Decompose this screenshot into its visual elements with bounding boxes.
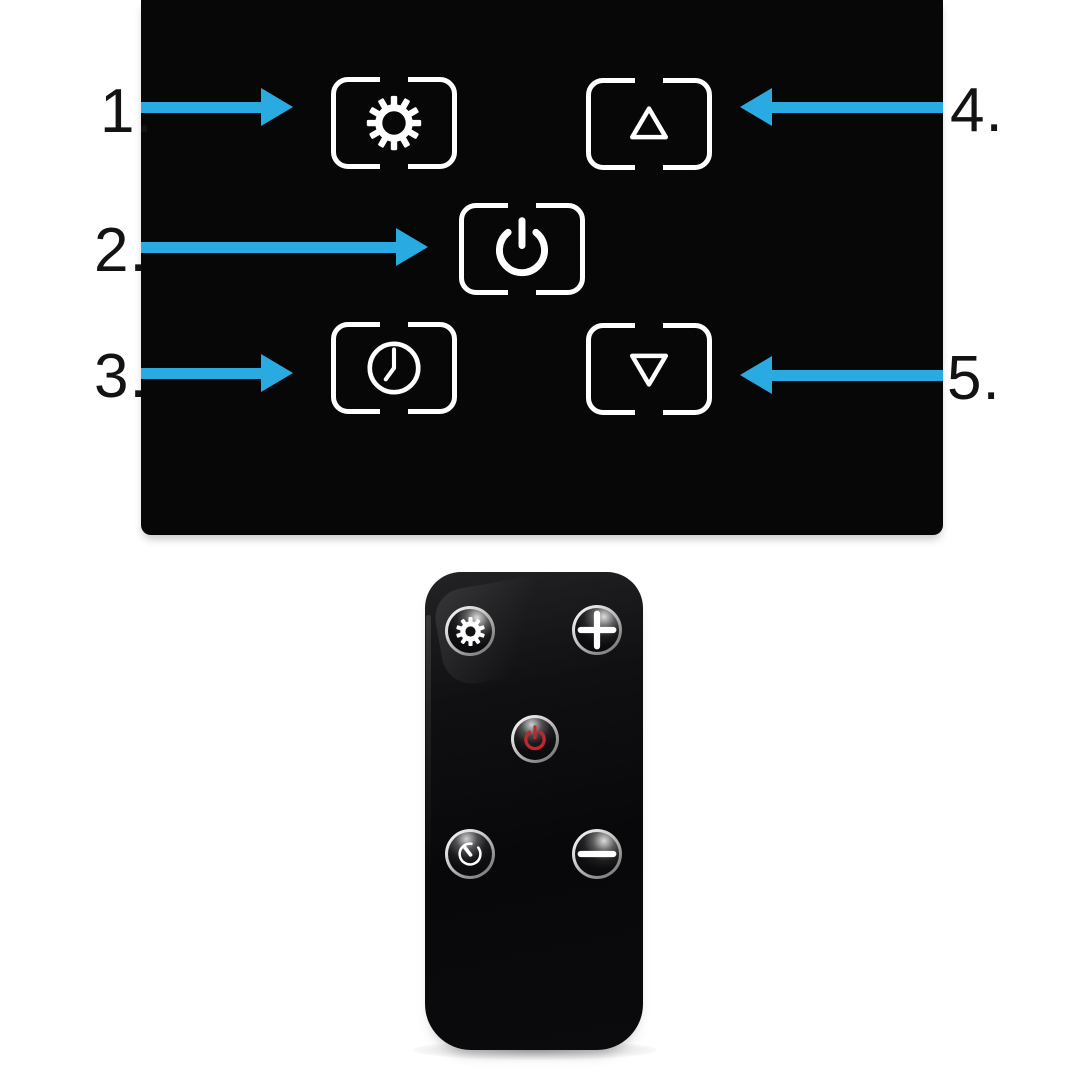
gear-icon <box>455 616 485 646</box>
callout-4-arrow <box>740 88 943 126</box>
settings-button[interactable] <box>331 73 457 173</box>
up-button[interactable] <box>586 74 712 174</box>
power-button[interactable] <box>459 199 585 299</box>
timer-button[interactable] <box>331 318 457 418</box>
callout-3-arrow <box>141 354 293 392</box>
callout-4-label: 4. <box>950 76 1004 145</box>
callout-5-arrow <box>740 356 943 394</box>
callout-3-label: 3. <box>94 342 148 411</box>
remote-plus-button[interactable] <box>572 605 622 655</box>
remote-control: yoer <box>425 572 643 1050</box>
callout-1-arrow <box>141 88 293 126</box>
timer-dial-icon <box>458 842 482 866</box>
down-button[interactable] <box>586 319 712 419</box>
power-icon <box>524 725 546 751</box>
plus-icon <box>577 610 617 650</box>
control-panel <box>141 0 943 535</box>
triangle-up-icon <box>629 106 669 140</box>
remote-power-button[interactable] <box>511 715 559 763</box>
callout-5-label: 5. <box>947 344 1001 413</box>
remote-minus-button[interactable] <box>572 829 622 879</box>
power-icon <box>496 217 548 277</box>
callout-2-label: 2. <box>94 216 148 285</box>
callout-2-arrow <box>141 228 428 266</box>
remote-timer-button[interactable] <box>445 829 495 879</box>
clock-icon <box>367 341 421 395</box>
callout-1-label: 1. <box>100 77 154 146</box>
remote-settings-button[interactable] <box>445 606 495 656</box>
gear-icon <box>366 95 422 151</box>
minus-icon <box>577 850 617 858</box>
triangle-down-icon <box>629 353 669 387</box>
